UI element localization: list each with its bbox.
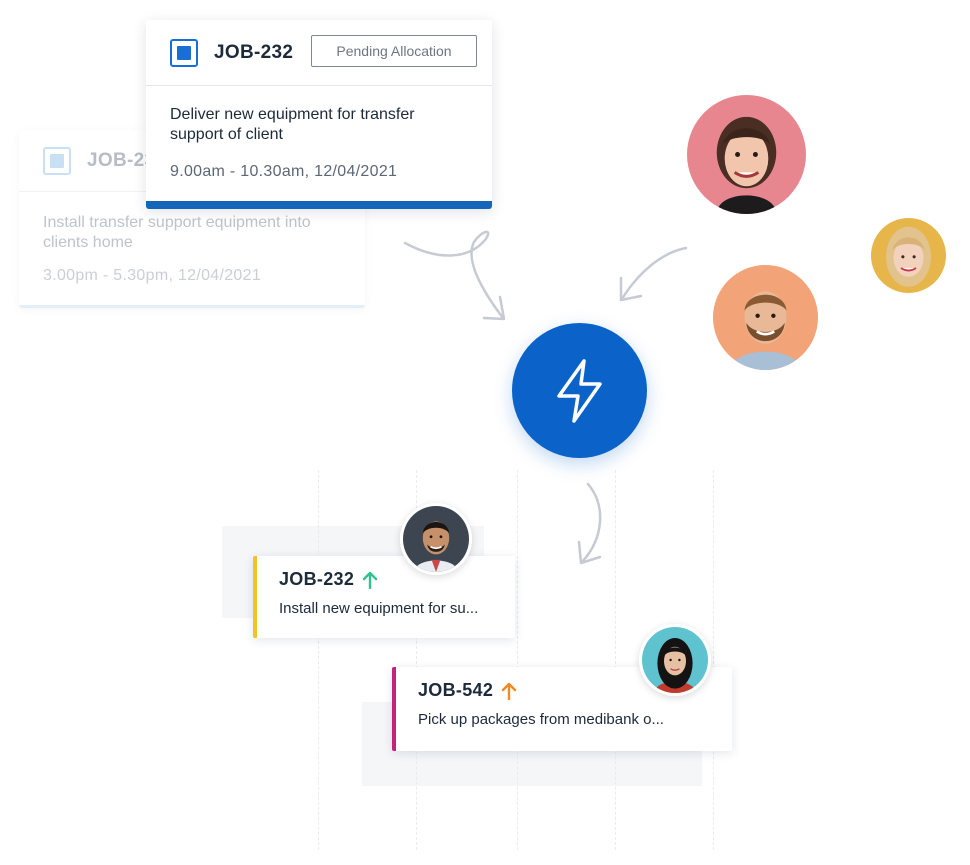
job-time: 3.00pm - 5.30pm, 12/04/2021 [43, 267, 262, 284]
arrow-to-dispatch-head [619, 276, 643, 302]
job-card-pending[interactable]: JOB-232 Pending Allocation Deliver new e… [146, 20, 492, 209]
job-id: JOB-232 [279, 569, 355, 589]
job-checkbox-icon [170, 38, 198, 67]
grid-line [615, 470, 616, 850]
grid-line [416, 470, 417, 850]
job-description: Install transfer support equipment into … [43, 214, 311, 251]
avatar-assignee-woman[interactable] [639, 624, 711, 696]
avatar-woman-blonde[interactable] [871, 218, 946, 293]
auto-dispatch-button[interactable] [512, 323, 647, 458]
job-title-row: JOB-232 [279, 569, 515, 590]
avatar-man-beard[interactable] [713, 265, 818, 370]
grid-line [318, 470, 319, 850]
lightning-bolt-icon [556, 358, 602, 423]
person-photo-icon [687, 95, 806, 214]
grid-line [517, 470, 518, 850]
job-checkbox-icon [43, 146, 71, 175]
curly-arrow-head [482, 295, 506, 321]
assigned-job-card[interactable]: JOB-232 Install new equipment for su... [253, 556, 515, 638]
avatar-assignee-man[interactable] [400, 503, 472, 575]
job-id: JOB-542 [418, 680, 494, 700]
arrow-up-icon [501, 682, 517, 700]
person-photo-icon [871, 218, 946, 293]
job-title-row: JOB-542 [418, 680, 732, 701]
job-time: 9.00am - 10.30am, 12/04/2021 [170, 163, 398, 180]
job-description: Deliver new equipment for transfer suppo… [170, 106, 415, 143]
arrow-from-dispatch [580, 482, 602, 564]
person-photo-icon [713, 265, 818, 370]
arrow-from-dispatch-head [577, 540, 602, 565]
job-card-header: JOB-232 Pending Allocation [146, 20, 492, 86]
job-id: JOB-232 [214, 41, 294, 63]
job-description: Pick up packages from medibank o... [418, 711, 664, 728]
avatar-woman-braids[interactable] [687, 95, 806, 214]
person-photo-icon [403, 506, 469, 572]
person-photo-icon [642, 627, 708, 693]
arrow-up-icon [362, 571, 378, 589]
arrow-to-dispatch [620, 246, 688, 301]
status-badge: Pending Allocation [311, 35, 477, 67]
job-description: Install new equipment for su... [279, 600, 479, 617]
grid-line [713, 470, 714, 850]
curly-arrow [403, 230, 505, 320]
